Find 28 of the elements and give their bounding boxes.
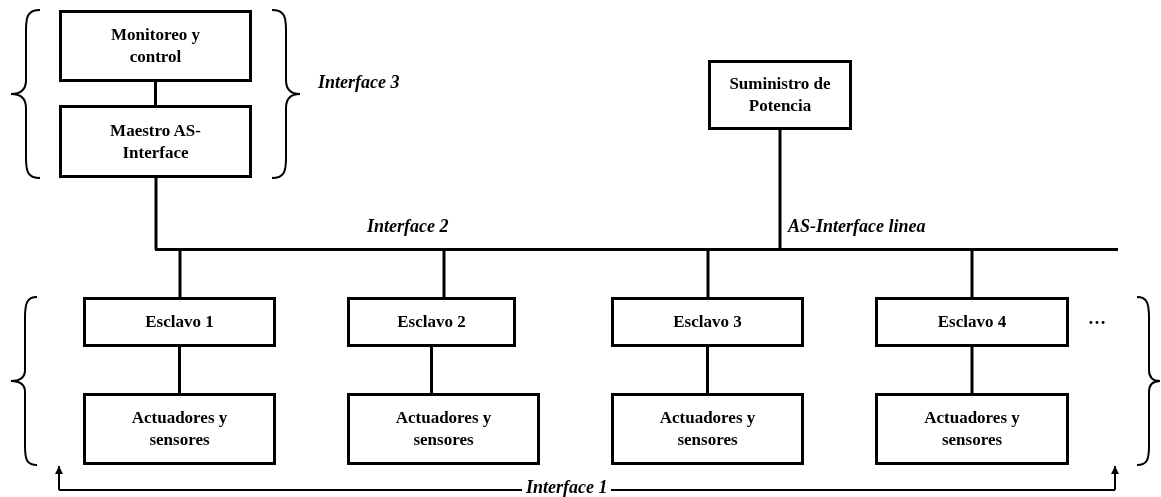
connector-line <box>442 249 446 297</box>
block-box: Esclavo 4 <box>875 297 1069 347</box>
connector-line <box>154 82 157 105</box>
block-box: Esclavo 2 <box>347 297 516 347</box>
bus-line <box>155 248 1118 251</box>
interface-label: Interface 1 <box>522 477 612 497</box>
block-box: Esclavo 3 <box>611 297 804 347</box>
block-box: Suministro de Potencia <box>708 60 852 130</box>
block-box: Actuadores y sensores <box>611 393 804 465</box>
interface-label: Interface 3 <box>318 72 400 92</box>
block-box: Monitoreo y control <box>59 10 252 82</box>
connector-line <box>970 249 974 297</box>
connector-line <box>178 347 181 393</box>
connector-line <box>154 178 158 250</box>
block-box: Maestro AS-Interface <box>59 105 252 178</box>
block-box: Actuadores y sensores <box>83 393 276 465</box>
connector-line <box>706 347 709 393</box>
block-box: Actuadores y sensores <box>347 393 540 465</box>
connector-line <box>970 347 974 393</box>
connector-line <box>778 130 782 250</box>
ellipsis-text: … <box>1088 308 1106 328</box>
interface-label: AS-Interface linea <box>788 216 926 236</box>
connector-line <box>706 249 710 297</box>
block-box: Esclavo 1 <box>83 297 276 347</box>
connector-line <box>178 249 182 297</box>
block-box: Actuadores y sensores <box>875 393 1069 465</box>
connector-line <box>430 347 433 393</box>
interface-label: Interface 2 <box>367 216 449 236</box>
